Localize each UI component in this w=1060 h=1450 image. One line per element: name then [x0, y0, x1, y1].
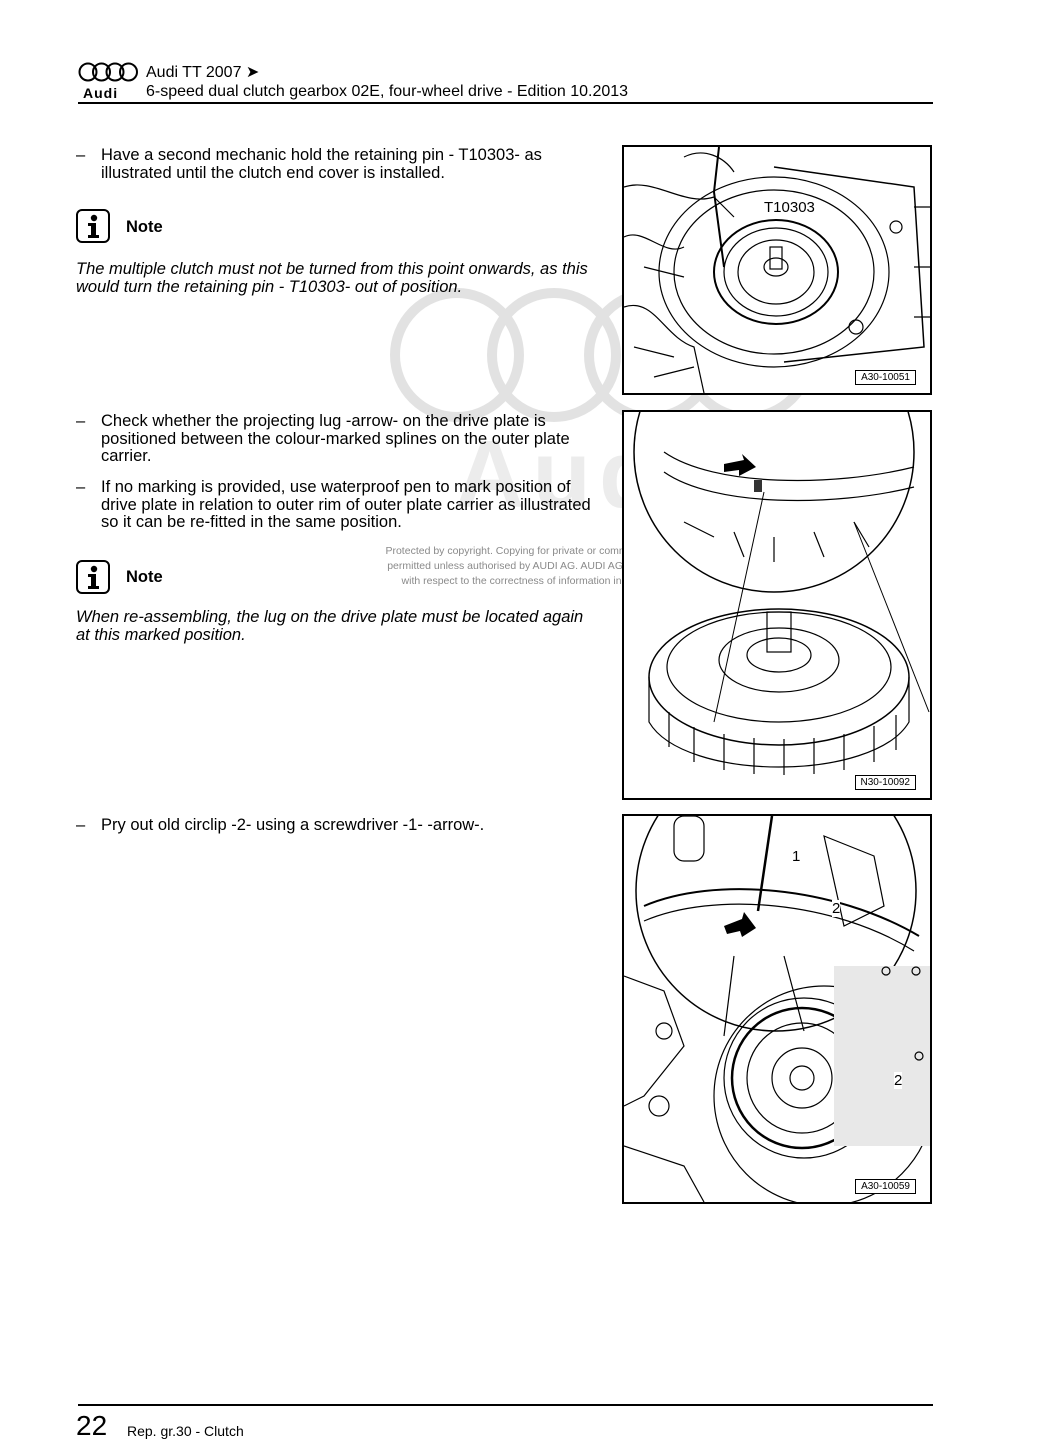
page-number: 22 [76, 1410, 108, 1441]
callout-retaining-pin: T10303 [764, 199, 815, 216]
figure-code: N30-10092 [854, 775, 916, 790]
callout-circlip-bottom: 2 [894, 1072, 903, 1089]
step-mark-position: – If no marking is provided, use waterpr… [76, 478, 591, 531]
callout-circlip-top: 2 [832, 900, 841, 917]
header-model: Audi TT 2007 ➤ [146, 64, 260, 81]
figure-circlip-removal: 1 2 2 A30-10059 [622, 814, 932, 1204]
figure-code: A30-10051 [855, 370, 916, 385]
header-divider [78, 102, 933, 104]
audi-wordmark: Audi [83, 85, 119, 101]
footer-divider [78, 1404, 933, 1406]
clutch-illustration-3 [624, 816, 930, 1202]
figure-code: A30-10059 [855, 1179, 916, 1194]
step-pry-circlip: – Pry out old circlip -2- using a screwd… [76, 816, 485, 834]
info-icon [76, 209, 110, 243]
audi-rings-logo [78, 62, 138, 82]
step-hold-retaining-pin: – Have a second mechanic hold the retain… [76, 146, 542, 182]
note-text: When re-assembling, the lug on the drive… [76, 608, 584, 644]
callout-screwdriver: 1 [792, 848, 801, 865]
step-check-lug: – Check whether the projecting lug -arro… [76, 412, 570, 465]
info-icon [76, 560, 110, 594]
chapter-reference: Rep. gr.30 - Clutch [127, 1423, 244, 1439]
header-edition: 6-speed dual clutch gearbox 02E, four-wh… [146, 83, 629, 100]
note-label: Note [126, 218, 163, 236]
clutch-illustration-1 [624, 147, 930, 393]
note-text: The multiple clutch must not be turned f… [76, 260, 588, 296]
note-label: Note [126, 568, 163, 586]
figure-retaining-pin: T10303 A30-10051 [622, 145, 932, 395]
clutch-illustration-2 [633, 412, 930, 775]
figure-drive-plate-lug: N30-10092 [622, 410, 932, 800]
